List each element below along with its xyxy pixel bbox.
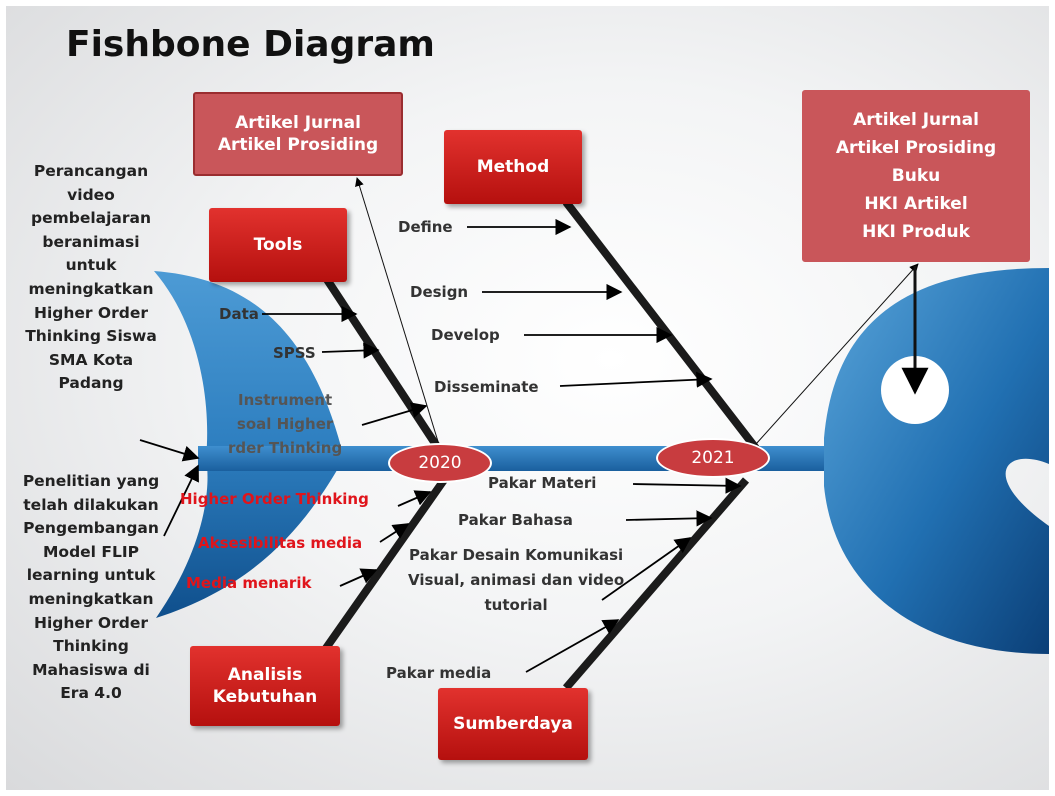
year-2021-badge: 2021 (656, 438, 770, 478)
arrow-instrument (361, 402, 428, 426)
arrow-spss (321, 342, 380, 359)
problem-line: Higher Order (33, 303, 149, 322)
category-method-label: Method (476, 157, 550, 177)
arrow-hot (397, 490, 432, 507)
fish-tail (154, 271, 344, 618)
method-item-disseminate: Disseminate (434, 378, 539, 396)
tools-item-data: Data (219, 305, 259, 323)
method-item-define: Define (398, 218, 453, 236)
output-box-2021: Artikel Jurnal Artikel Prosiding Buku HK… (802, 90, 1030, 262)
output-2021-line: HKI Artikel (864, 194, 968, 214)
problem-statement: Perancangan video pembelajaran beranimas… (6, 160, 176, 396)
tools-item-spss: SPSS (273, 344, 316, 362)
research-line: Model FLIP (43, 542, 139, 561)
research-line: Pengembangan (23, 519, 159, 538)
output-2021-line: Artikel Jurnal (853, 110, 979, 130)
analisis-item-aksesibilitas: Aksesibilitas media (198, 534, 363, 552)
category-analisis-label: Kebutuhan (212, 687, 318, 707)
category-tools-label: Tools (253, 235, 303, 255)
arrow-media (525, 619, 620, 673)
output-2021-line: Buku (891, 166, 941, 186)
method-item-design: Design (410, 283, 469, 301)
output-2021-line: Artikel Prosiding (835, 138, 997, 158)
research-line: Era 4.0 (60, 684, 122, 703)
research-line: telah dilakukan (23, 495, 159, 514)
problem-line: pembelajaran (30, 209, 152, 228)
page-title: Fishbone Diagram (66, 24, 435, 65)
category-sumberdaya-label: Sumberdaya (453, 714, 573, 734)
output-2020-line: Artikel Jurnal (235, 113, 361, 133)
research-line: Mahasiswa di (32, 660, 150, 679)
arrow-research (163, 464, 199, 537)
line-2021-output (755, 263, 919, 445)
year-2020-badge: 2020 (388, 443, 492, 483)
category-method: Method (444, 130, 582, 204)
bone-tools (322, 275, 444, 454)
research-line: learning untuk (26, 566, 156, 585)
desain-line: tutorial (484, 596, 548, 614)
research-line: Thinking (53, 637, 129, 656)
sumber-item-pakar-media: Pakar media (386, 664, 492, 682)
instrument-line: Instrument (238, 391, 333, 409)
problem-line: beranimasi (42, 232, 140, 251)
arrow-akses (379, 523, 410, 543)
analisis-item-hot: Higher Order Thinking (180, 490, 369, 508)
year-2021-label: 2021 (691, 448, 735, 468)
research-line: Penelitian yang (22, 472, 160, 490)
research-line: meningkatkan (28, 589, 154, 608)
desain-line: Visual, animasi dan video (408, 571, 625, 589)
arrow-disseminate (559, 371, 713, 388)
bone-method (562, 199, 762, 454)
line-2020-output (355, 177, 441, 449)
slide: Fishbone Diagram Perancangan video pembe… (6, 6, 1049, 790)
tools-item-instrument: Instrument soal Higher rder Thinking (228, 388, 342, 460)
problem-line: SMA Kota (48, 350, 134, 369)
fishbone-graphic (139, 177, 1049, 691)
bone-sumberdaya (562, 477, 750, 691)
category-analisis-kebutuhan: Analisis Kebutuhan (190, 646, 340, 726)
output-2021-line: HKI Produk (862, 222, 970, 242)
arrow-desain (601, 537, 692, 601)
desain-line: Pakar Desain Komunikasi (409, 546, 624, 564)
fish-head (824, 268, 1049, 654)
problem-line: Thinking Siswa (25, 327, 157, 346)
bone-analisis (320, 477, 448, 654)
analisis-item-media-menarik: Media menarik (186, 574, 312, 592)
sumber-item-pakar-bahasa: Pakar Bahasa (458, 511, 573, 529)
category-analisis-label: Analisis (227, 665, 303, 685)
year-2020-label: 2020 (418, 453, 462, 473)
problem-line: Perancangan (33, 162, 149, 180)
research-statement: Penelitian yang telah dilakukan Pengemba… (6, 470, 176, 706)
research-line: Higher Order (33, 613, 149, 632)
arrow-bahasa (625, 510, 713, 527)
output-2020-line: Artikel Prosiding (217, 135, 379, 155)
instrument-line: soal Higher (236, 415, 334, 433)
method-item-develop: Develop (431, 326, 500, 344)
sumber-item-pakar-materi: Pakar Materi (488, 474, 597, 492)
instrument-line: rder Thinking (228, 439, 343, 457)
problem-line: untuk (65, 256, 117, 275)
problem-line: Padang (58, 374, 124, 393)
sumber-item-pakar-desain: Pakar Desain Komunikasi Visual, animasi … (408, 543, 624, 618)
problem-line: video (67, 185, 115, 204)
arrow-menarik (339, 568, 378, 587)
arrow-problem (139, 439, 200, 462)
output-box-2020: Artikel Jurnal Artikel Prosiding (193, 92, 403, 176)
category-tools: Tools (209, 208, 347, 282)
category-sumberdaya: Sumberdaya (438, 688, 588, 760)
problem-line: meningkatkan (28, 279, 154, 298)
arrow-materi (632, 477, 742, 494)
